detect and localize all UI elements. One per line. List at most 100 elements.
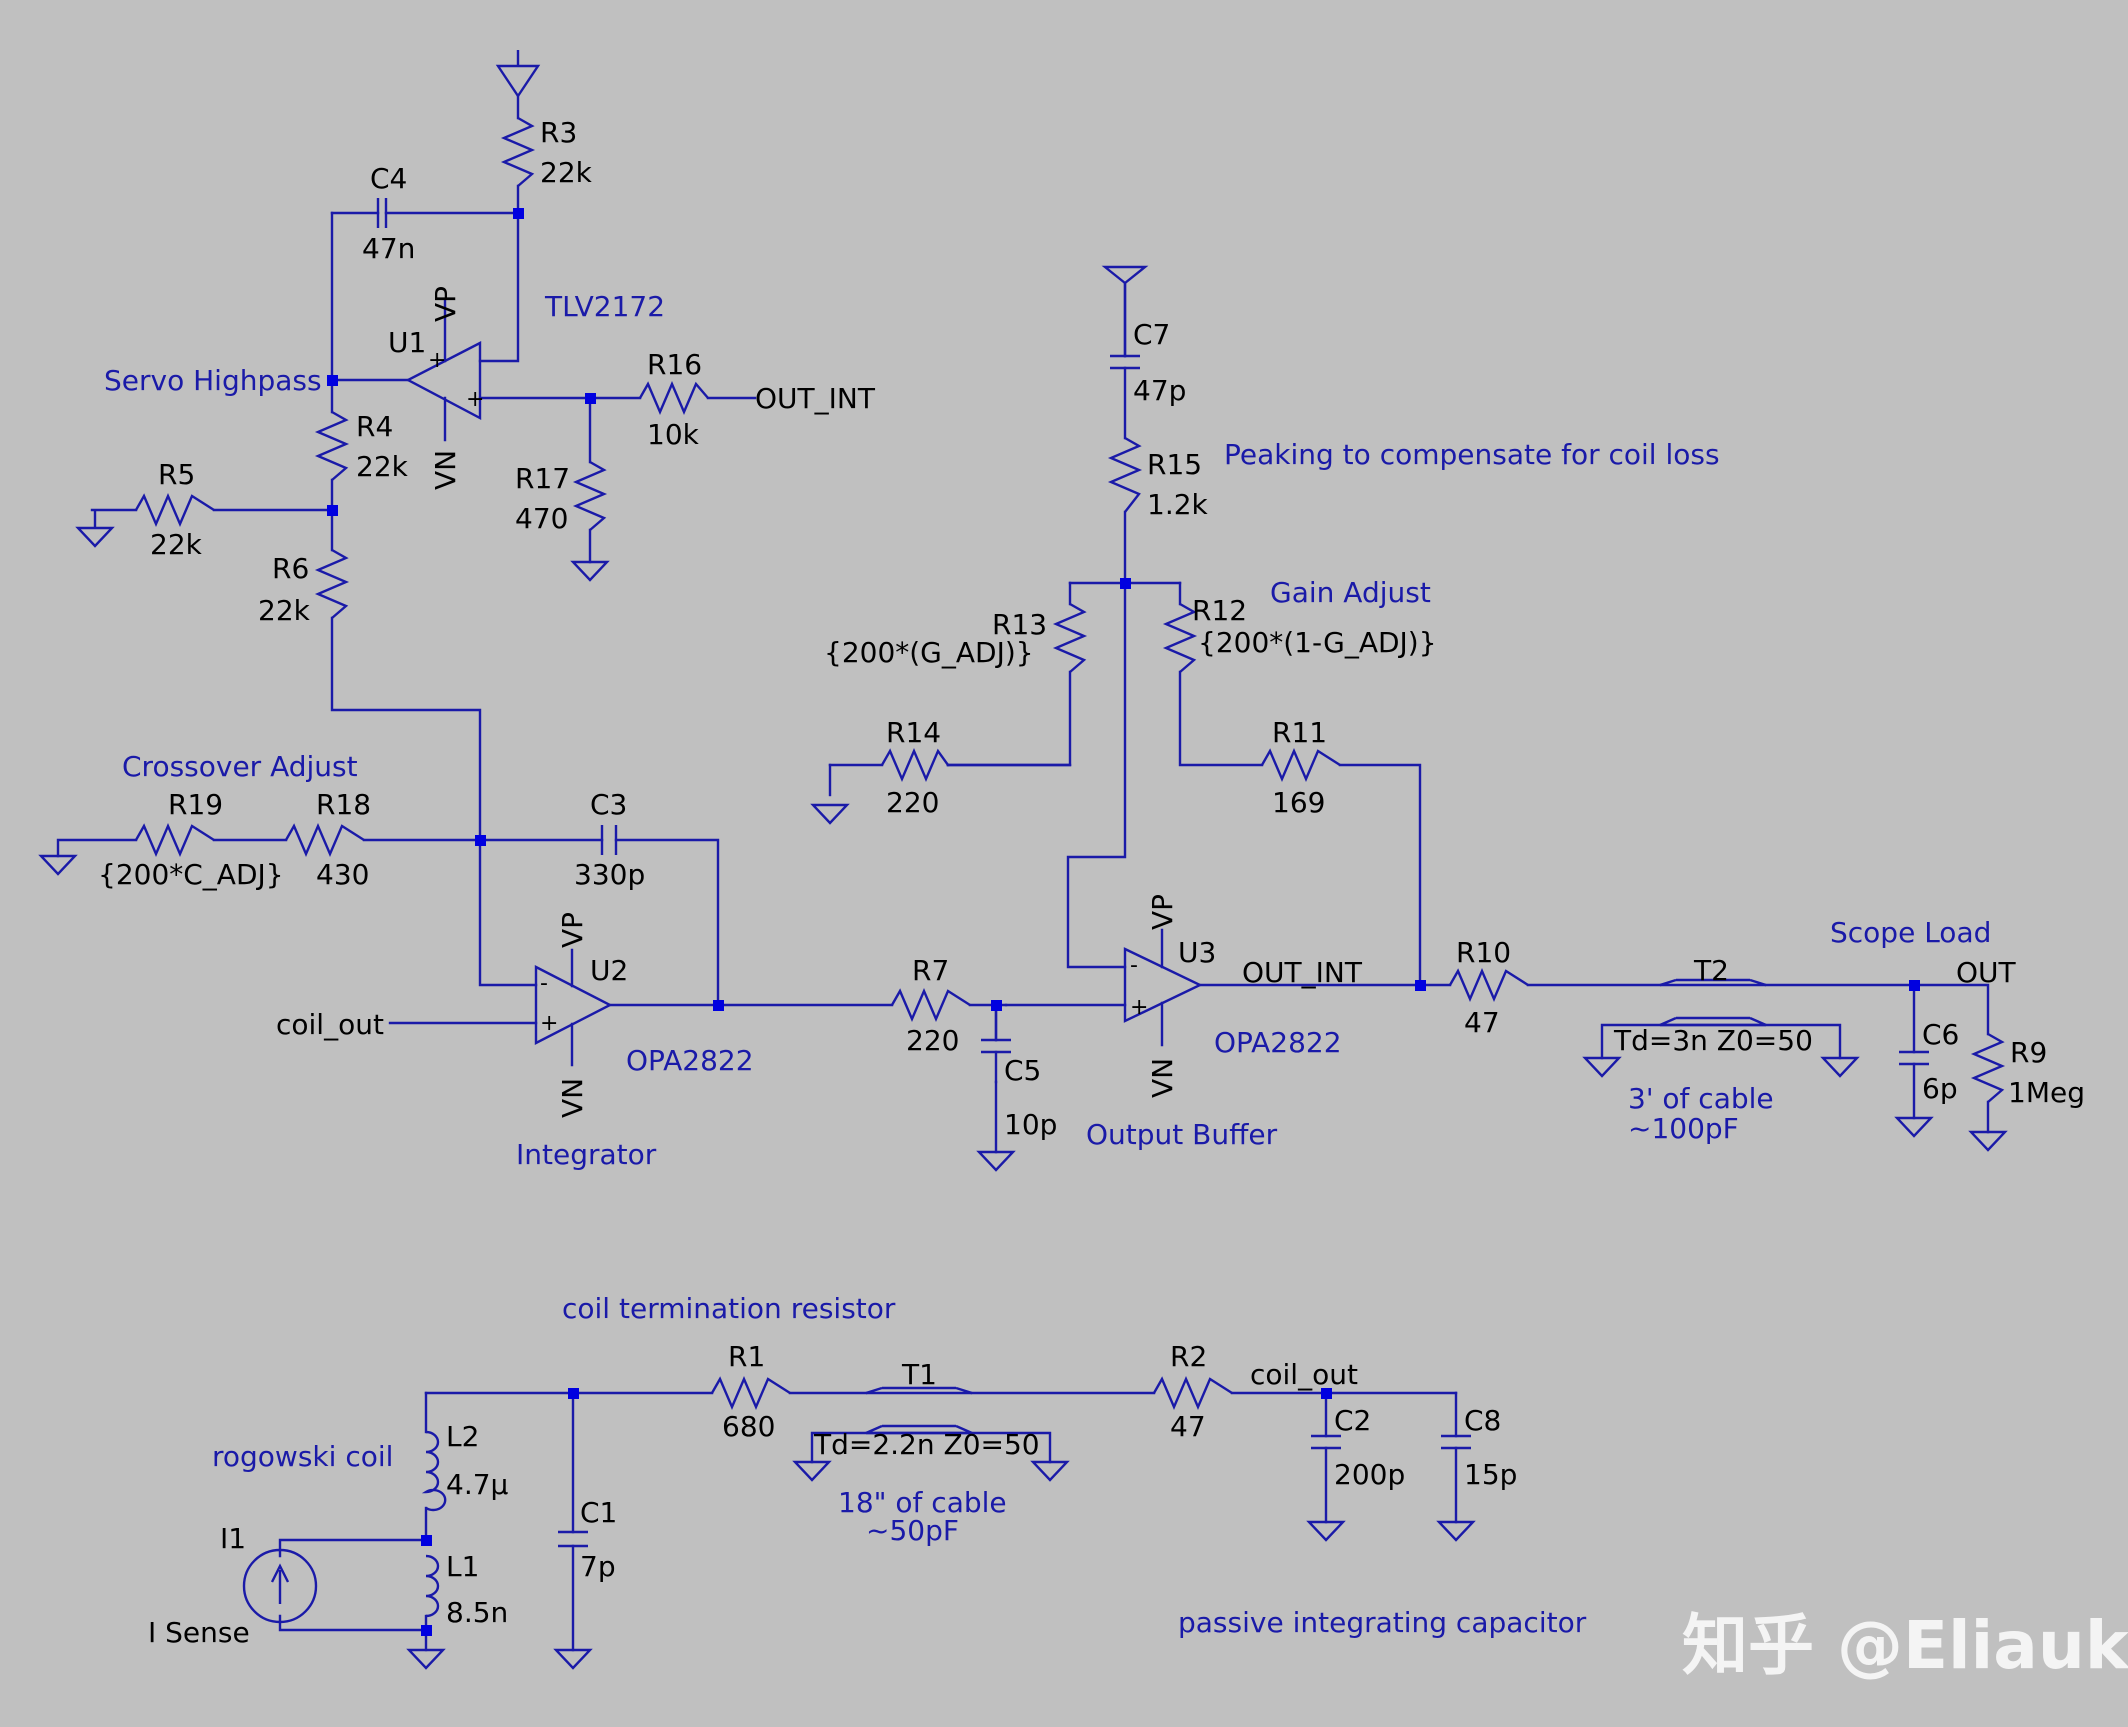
capacitor-c4 <box>376 198 388 228</box>
label-r2-ref: R2 <box>1170 1340 1207 1373</box>
pin-u1-plus-top: + <box>428 348 446 373</box>
pin-u3-minus: - <box>1130 953 1138 978</box>
pin-u3-vp: VP <box>1146 894 1179 930</box>
comment-coil-termination: coil termination resistor <box>562 1292 896 1325</box>
ground-t1-a <box>792 1460 832 1482</box>
comment-cable-100pf: ~100pF <box>1628 1112 1739 1145</box>
resistor-r5 <box>134 492 215 528</box>
resistor-r3 <box>500 116 536 187</box>
resistor-r16 <box>638 380 709 416</box>
ground-l1 <box>406 1648 446 1670</box>
capacitor-c2 <box>1311 1434 1341 1450</box>
label-c6-ref: C6 <box>1922 1018 1959 1051</box>
ground-t1-b <box>1030 1460 1070 1482</box>
label-l1-ref: L1 <box>446 1550 479 1583</box>
label-r13-value: {200*(G_ADJ)} <box>824 636 1034 669</box>
label-t1-value: Td=2.2n Z0=50 <box>813 1428 1040 1461</box>
label-r14-value: 220 <box>886 786 939 819</box>
comment-cable-3ft: 3' of cable <box>1628 1082 1774 1115</box>
label-t2-value: Td=3n Z0=50 <box>1613 1024 1813 1057</box>
supply-symbols <box>495 50 1149 358</box>
label-c2-value: 200p <box>1334 1458 1405 1491</box>
transmission-lines <box>865 978 1767 1435</box>
label-r11-ref: R11 <box>1272 716 1327 749</box>
resistor-r6 <box>314 548 350 619</box>
resistor-r10 <box>1448 967 1529 1003</box>
comment-crossover-adjust: Crossover Adjust <box>122 750 358 783</box>
comment-gain-adjust: Gain Adjust <box>1270 576 1431 609</box>
ground-t2-b <box>1820 1056 1860 1078</box>
label-r12-value: {200*(1-G_ADJ)} <box>1198 626 1437 659</box>
ground-r14 <box>810 803 850 825</box>
label-c3-value: 330p <box>574 858 645 891</box>
ground-r17 <box>570 560 610 582</box>
resistor-r11 <box>1260 747 1341 783</box>
label-u2-value: OPA2822 <box>626 1044 754 1077</box>
label-i1-value: I Sense <box>148 1616 250 1649</box>
tline-t2 <box>1659 978 1767 1027</box>
resistor-r18 <box>284 822 365 858</box>
vcc-arrow-c7 <box>1101 265 1149 285</box>
pin-labels: VP VN + + VP VN - + VP VN - + <box>428 286 1179 1118</box>
capacitor-c7 <box>1110 354 1140 370</box>
label-r7-ref: R7 <box>912 954 949 987</box>
label-c1-ref: C1 <box>580 1496 617 1529</box>
inductor-l2 <box>421 1430 447 1512</box>
label-r3-value: 22k <box>540 156 593 189</box>
label-r13-ref: R13 <box>992 608 1047 641</box>
comment-output-buffer: Output Buffer <box>1086 1118 1278 1151</box>
label-r11-value: 169 <box>1272 786 1325 819</box>
ground-r9 <box>1968 1130 2008 1152</box>
label-u3-ref: U3 <box>1178 936 1216 969</box>
label-r4-ref: R4 <box>356 410 393 443</box>
comment-rogowski-coil: rogowski coil <box>212 1440 393 1473</box>
ground-r5 <box>75 510 115 548</box>
watermark-text: 知乎 @Eliauk <box>1682 1607 2128 1684</box>
label-r1-value: 680 <box>722 1410 775 1443</box>
comment-cable-18in: 18" of cable <box>838 1486 1007 1519</box>
net-label-coil-out: coil_out <box>1250 1358 1358 1391</box>
label-u2-ref: U2 <box>590 954 628 987</box>
resistor-r4 <box>314 410 350 481</box>
pin-u1-plus: + <box>466 387 484 412</box>
label-r7-value: 220 <box>906 1024 959 1057</box>
label-c7-value: 47p <box>1133 374 1186 407</box>
label-r5-value: 22k <box>150 528 203 561</box>
resistor-r17 <box>572 460 608 531</box>
label-c1-value: 7p <box>580 1550 616 1583</box>
net-labels: OUT_INT OUT_INT coil_out coil_out OUT <box>276 382 2017 1391</box>
label-r6-ref: R6 <box>272 552 309 585</box>
label-r5-ref: R5 <box>158 458 195 491</box>
comment-scope-load: Scope Load <box>1830 916 1991 949</box>
junctions <box>327 208 1920 1636</box>
ground-c5 <box>976 1150 1016 1172</box>
ground-c8 <box>1436 1520 1476 1542</box>
resistor-r12 <box>1162 602 1198 673</box>
label-r3-ref: R3 <box>540 116 577 149</box>
pin-u3-vn: VN <box>1146 1058 1179 1098</box>
net-label-out-int-servo: OUT_INT <box>755 382 876 415</box>
net-label-coil-out-input: coil_out <box>276 1008 384 1041</box>
capacitor-c6 <box>1899 1050 1929 1066</box>
label-r18-value: 430 <box>316 858 369 891</box>
resistor-r19 <box>134 822 215 858</box>
resistor-r14 <box>880 747 949 783</box>
label-r14-ref: R14 <box>886 716 941 749</box>
label-r4-value: 22k <box>356 450 409 483</box>
net-label-out: OUT <box>1956 956 2017 989</box>
pin-u2-vp: VP <box>556 912 589 948</box>
label-r10-value: 47 <box>1464 1006 1500 1039</box>
wires <box>56 94 1990 1652</box>
capacitor-c3 <box>600 825 618 855</box>
label-c2-ref: C2 <box>1334 1404 1371 1437</box>
opamps <box>405 298 1203 1067</box>
label-l2-ref: L2 <box>446 1420 479 1453</box>
label-c4-value: 47n <box>362 232 415 265</box>
label-l2-value: 4.7µ <box>446 1468 509 1501</box>
current-source-i1 <box>242 1548 318 1624</box>
pin-u2-minus: - <box>540 971 548 996</box>
ground-c1 <box>553 1648 593 1670</box>
resistor-r2 <box>1152 1375 1233 1411</box>
label-r19-ref: R19 <box>168 788 223 821</box>
label-r10-ref: R10 <box>1456 936 1511 969</box>
